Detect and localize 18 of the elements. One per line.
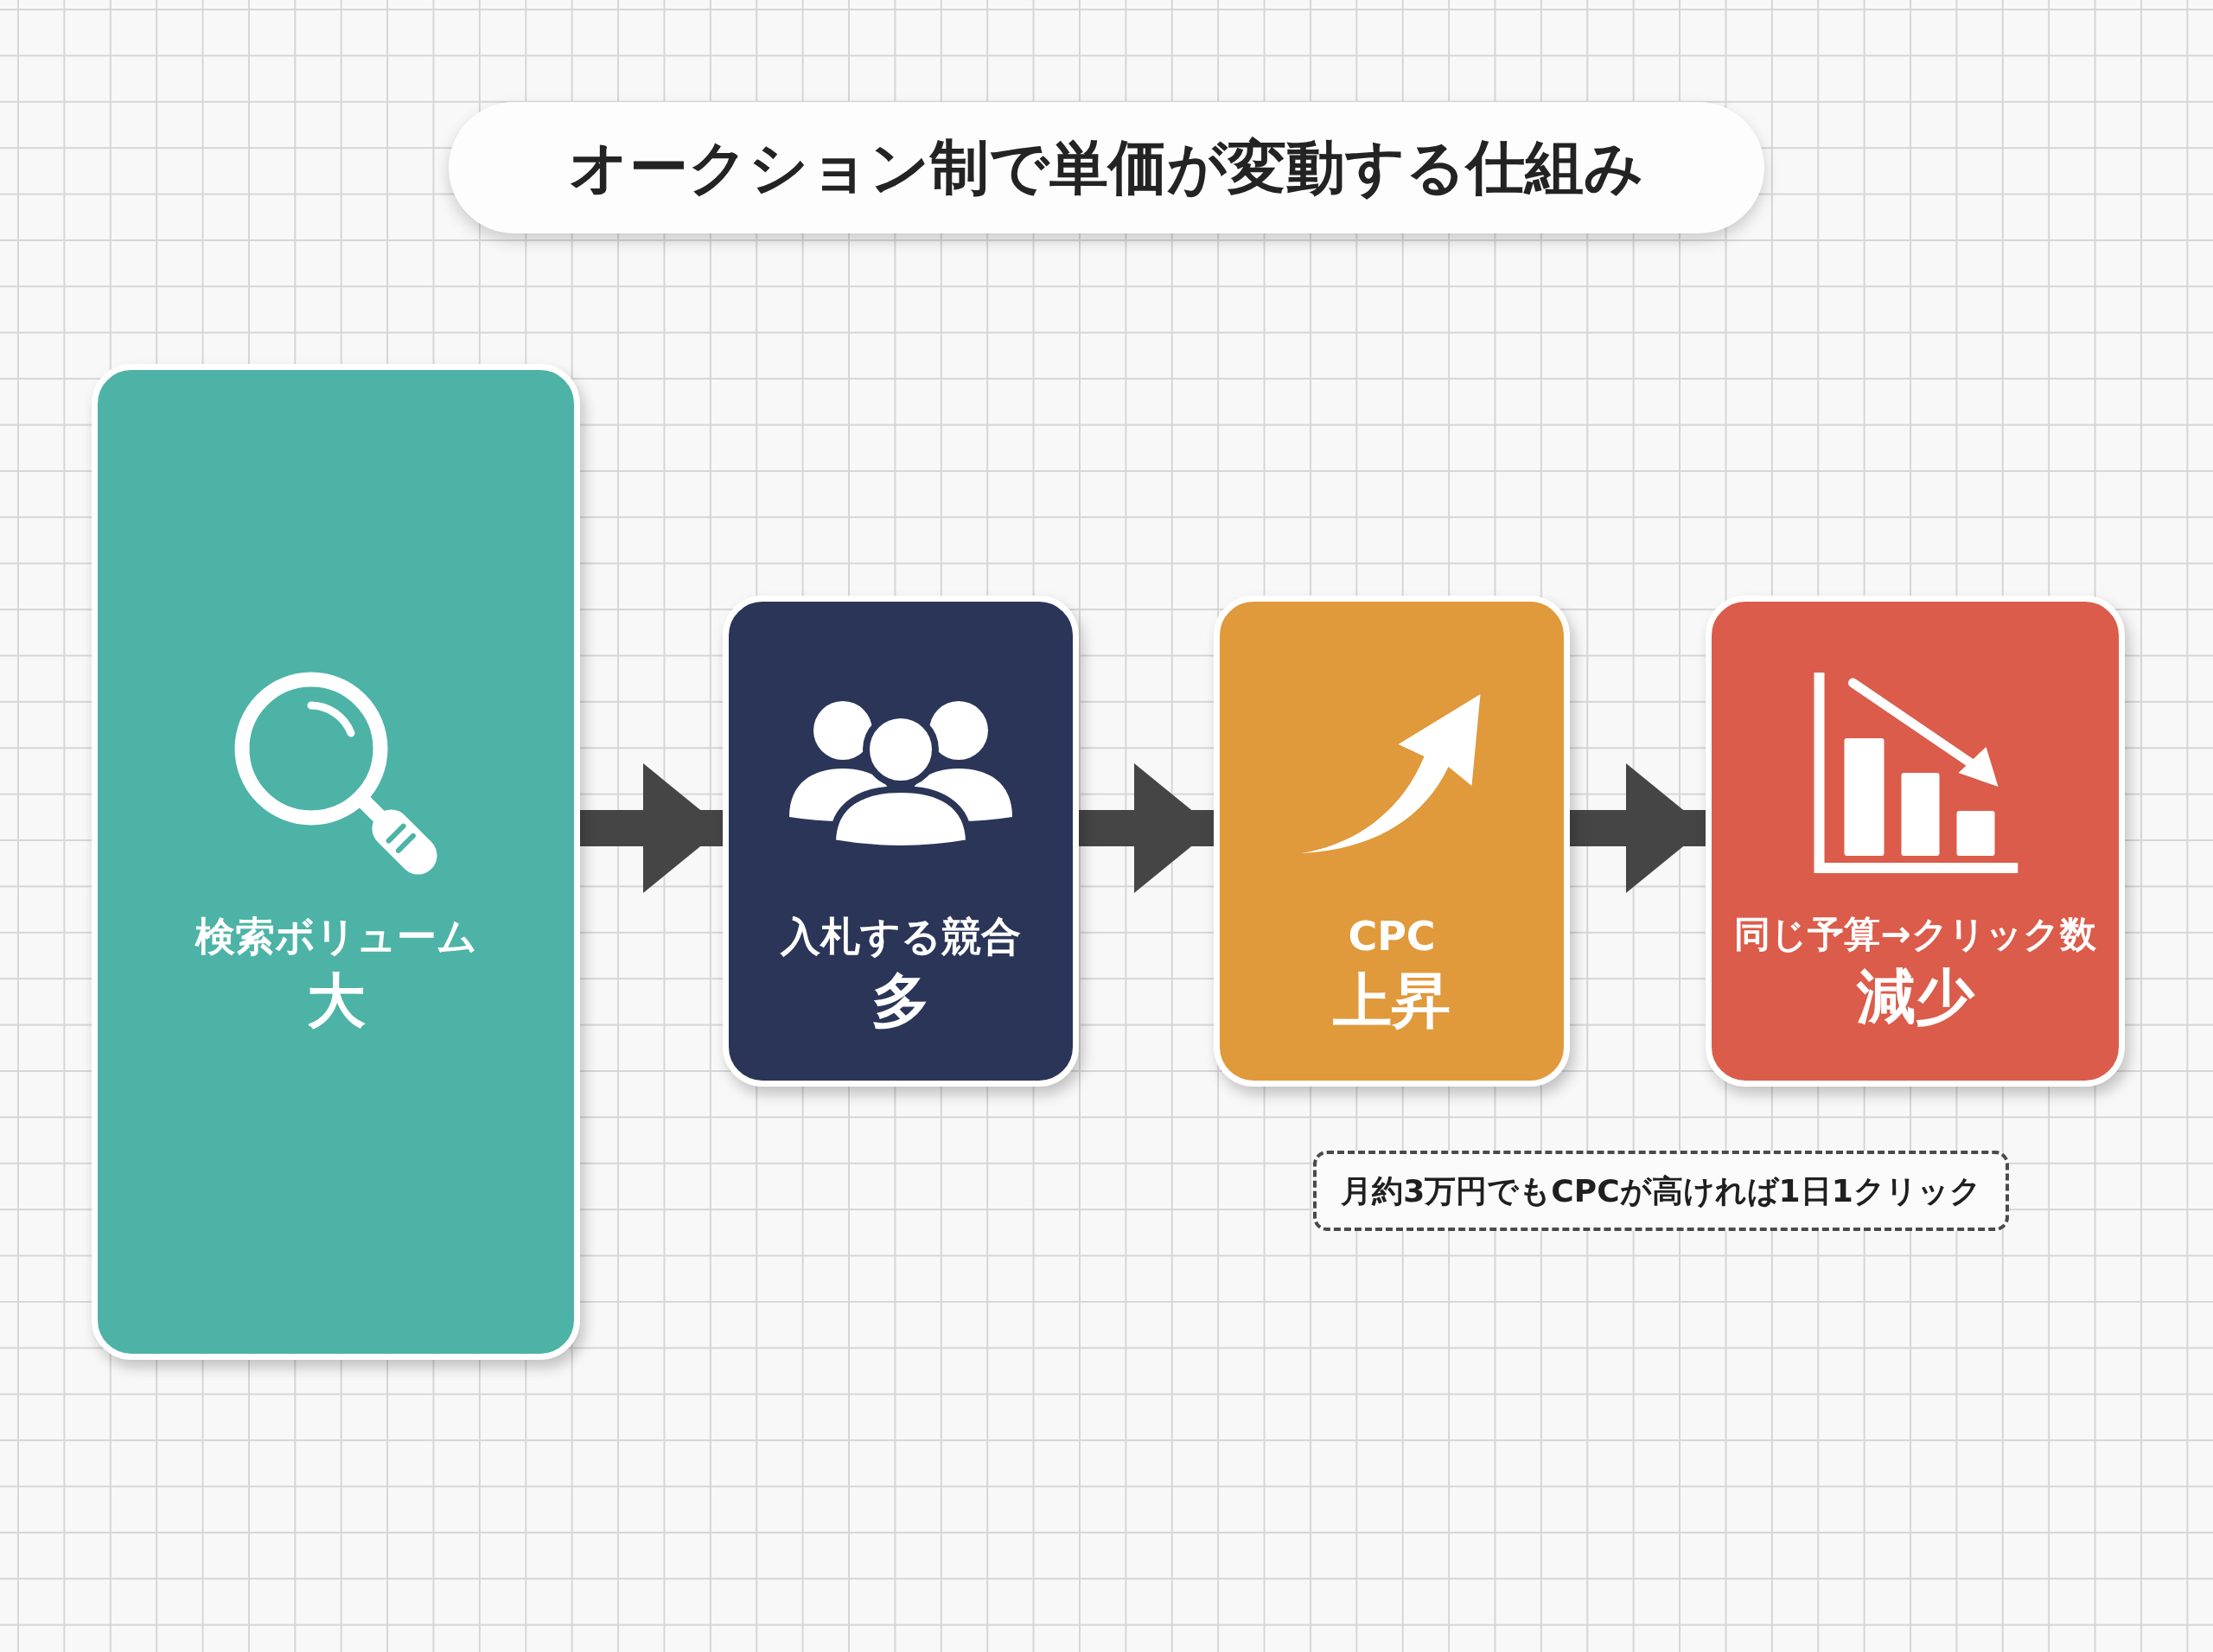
card-value: 減少 [1856,961,1974,1032]
card-value: 上昇 [1333,966,1451,1036]
process-card [723,596,1079,1087]
process-card [1706,596,2125,1087]
title-banner: オークション制で単価が変動する仕組み [449,102,1764,233]
card-heading: 入札する競合 [781,913,1021,961]
arrow [1570,763,1706,893]
arrow [1079,763,1214,893]
dashed-note-box [1313,1151,2009,1231]
process-card [92,364,580,1360]
arrow [580,763,723,893]
process-card [1214,596,1570,1087]
card-value: 多 [871,966,930,1036]
card-heading: 検索ボリューム [195,913,477,961]
note-text: 月約3万円でもCPCが高ければ1日1クリック [1341,1171,1981,1210]
card-value: 大 [306,966,366,1036]
card-heading: CPC [1348,913,1436,961]
card-heading: 同じ予算→クリック数 [1734,913,2096,957]
